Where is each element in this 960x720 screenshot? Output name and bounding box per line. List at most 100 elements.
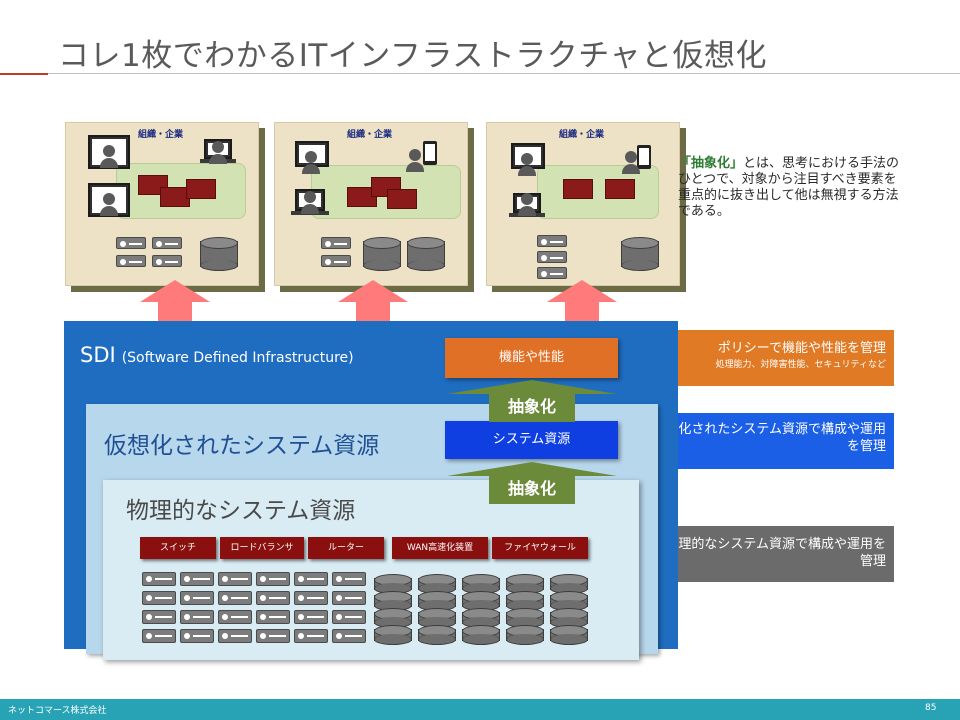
database-icon [621, 237, 659, 271]
sdi-subtitle: (Software Defined Infrastructure) [121, 350, 354, 366]
org-panel-1: 組織・企業 [65, 122, 259, 286]
up-arrow-icon [547, 280, 617, 328]
server-icon [332, 629, 366, 643]
up-arrow-icon [338, 280, 408, 328]
server-icon [256, 629, 290, 643]
device-firewall: ファイヤウォール [492, 537, 588, 559]
database-icon [506, 625, 544, 645]
user-icon [403, 149, 433, 179]
server-icon [218, 591, 252, 605]
database-icon [418, 625, 456, 645]
database-icon [462, 591, 500, 611]
database-icon [418, 591, 456, 611]
page-title: コレ1枚でわかるITインフラストラクチャと仮想化 [58, 38, 767, 74]
database-icon [506, 608, 544, 628]
user-icon [299, 191, 329, 221]
database-icon [418, 574, 456, 594]
sdi-title-main: SDI [80, 343, 116, 367]
user-icon [299, 151, 329, 181]
database-icon [506, 574, 544, 594]
database-icon [550, 574, 588, 594]
server-icon [332, 572, 366, 586]
database-icon [550, 591, 588, 611]
database-icon [506, 591, 544, 611]
org-panel-3: 組織・企業 [486, 122, 680, 286]
database-icon [200, 237, 238, 271]
database-icon [363, 237, 401, 271]
user-icon [94, 193, 124, 223]
policy-note-sub: 処理能力、対障害性能、セキュリティなど [715, 360, 886, 370]
virtual-callout-arrow [616, 413, 894, 469]
policy-note: ポリシーで機能や性能を管理 処理能力、対障害性能、セキュリティなど [660, 340, 886, 374]
server-icon [537, 267, 567, 279]
server-icon [142, 591, 176, 605]
user-icon [207, 141, 237, 171]
server-icon [294, 629, 328, 643]
server-icon [332, 591, 366, 605]
server-icon [256, 610, 290, 624]
app-block [347, 187, 377, 207]
database-icon [374, 591, 412, 611]
app-block [563, 179, 593, 199]
database-icon [374, 608, 412, 628]
user-icon [515, 153, 545, 183]
virtual-layer-title: 仮想化されたシステム資源 [104, 433, 380, 459]
physical-note: 物理的なシステム資源で構成や運用を管理 [665, 537, 886, 569]
server-icon [142, 572, 176, 586]
server-icon [294, 610, 328, 624]
server-icon [537, 235, 567, 247]
app-block [605, 179, 635, 199]
device-switch: スイッチ [140, 537, 216, 559]
user-icon [94, 145, 124, 175]
server-icon [152, 255, 182, 267]
up-arrow-icon [140, 280, 210, 328]
database-icon [462, 608, 500, 628]
smartphone-icon [637, 145, 651, 169]
server-icon [332, 610, 366, 624]
user-icon [619, 151, 649, 181]
title-rule [48, 73, 960, 74]
server-icon [218, 629, 252, 643]
server-icon [256, 591, 290, 605]
device-wan-accelerator: WAN高速化装置 [392, 537, 488, 559]
policy-note-main: ポリシーで機能や性能を管理 [717, 341, 886, 356]
database-icon [374, 574, 412, 594]
server-icon [321, 255, 351, 267]
database-icon [550, 625, 588, 645]
page-number: 85 [925, 703, 937, 713]
user-icon [515, 193, 545, 223]
abstraction-arrow [447, 462, 617, 504]
device-load-balancer: ロードバランサ [220, 537, 304, 559]
database-icon [550, 608, 588, 628]
title-accent-rule [0, 73, 48, 75]
database-icon [418, 608, 456, 628]
physical-callout-arrow [624, 526, 894, 582]
abstraction-definition: とは、思考における手法のひとつで、対象から注目すべき要素を重点的に抜き出して他は… [678, 156, 900, 219]
database-icon [462, 625, 500, 645]
server-icon [321, 237, 351, 249]
org-panel-label: 組織・企業 [347, 130, 393, 140]
org-panel-label: 組織・企業 [559, 130, 605, 140]
server-icon [537, 251, 567, 263]
server-icon [142, 629, 176, 643]
server-icon [180, 629, 214, 643]
database-icon [462, 574, 500, 594]
footer-company: ネットコマース株式会社 [8, 706, 107, 716]
app-block [387, 189, 417, 209]
org-panel-2: 組織・企業 [274, 122, 468, 286]
server-icon [142, 610, 176, 624]
sdi-title: SDI (Software Defined Infrastructure) [80, 343, 354, 367]
server-icon [152, 237, 182, 249]
server-icon [218, 610, 252, 624]
policy-callout-arrow [616, 330, 894, 386]
footer-bar [0, 699, 960, 720]
system-resource-box: システム資源 [445, 421, 618, 459]
server-icon [180, 591, 214, 605]
server-icon [180, 610, 214, 624]
org-panel-label: 組織・企業 [138, 130, 184, 140]
virtual-note: 仮装化されたシステム資源で構成や運用を管理 [652, 422, 886, 454]
device-router: ルーター [308, 537, 384, 559]
physical-layer-title: 物理的なシステム資源 [126, 498, 356, 524]
abstraction-label: 抽象化 [507, 479, 556, 498]
abstraction-label: 抽象化 [507, 397, 556, 416]
